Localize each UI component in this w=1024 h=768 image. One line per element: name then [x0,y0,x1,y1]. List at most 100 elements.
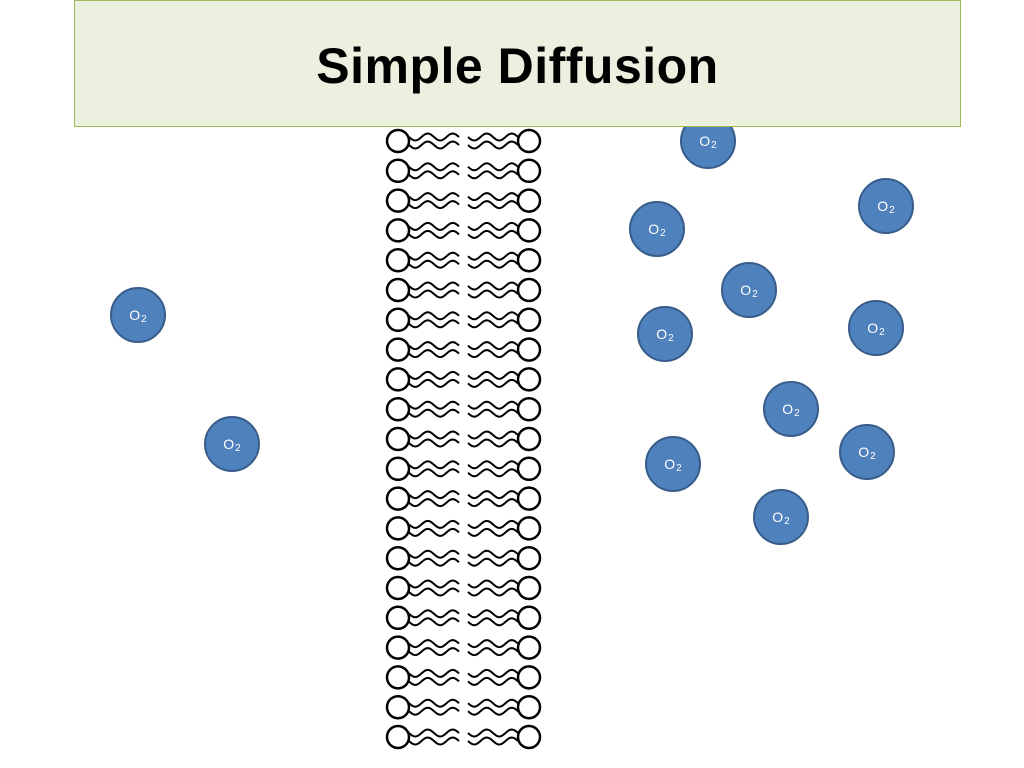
phospholipid-pair [387,607,540,629]
lipid-tail [409,700,459,707]
phospholipid-pair [387,398,540,420]
lipid-tail [468,559,518,566]
lipid-head-inner [518,458,540,480]
molecule-symbol: O [223,436,234,452]
slide-title: Simple Diffusion [316,33,718,95]
lipid-head-outer [387,428,409,450]
lipid-tail [468,372,518,379]
lipid-head-inner [518,607,540,629]
molecule-subscript: 2 [870,451,876,462]
lipid-tail [468,700,518,707]
molecule-subscript: 2 [141,314,147,325]
lipid-tail [409,432,459,439]
oxygen-molecule: O2 [848,300,904,356]
phospholipid-pair [387,547,540,569]
lipid-tail [468,738,518,745]
lipid-head-outer [387,517,409,539]
lipid-head-outer [387,160,409,182]
lipid-tail [468,201,518,208]
lipid-tail [409,551,459,558]
lipid-tail [409,410,459,417]
lipid-head-outer [387,666,409,688]
lipid-head-inner [518,547,540,569]
molecule-symbol: O [858,444,869,460]
molecule-subscript: 2 [879,327,885,338]
lipid-tail [409,163,459,170]
lipid-tail [409,708,459,715]
lipid-tail [468,163,518,170]
lipid-tail [409,253,459,260]
molecule-symbol: O [867,320,878,336]
molecule-subscript: 2 [711,140,717,151]
lipid-tail [409,342,459,349]
lipid-head-inner [518,219,540,241]
lipid-head-inner [518,488,540,510]
lipid-head-outer [387,696,409,718]
lipid-tail [468,551,518,558]
lipid-head-inner [518,666,540,688]
molecule-subscript: 2 [235,443,241,454]
lipid-tail [409,440,459,447]
phospholipid-pair [387,666,540,688]
lipid-tail [468,350,518,357]
lipid-tail [409,312,459,319]
lipid-head-outer [387,398,409,420]
lipid-tail [409,350,459,357]
phospholipid-pair [387,577,540,599]
phospholipid-pair [387,488,540,510]
molecule-subscript: 2 [660,228,666,239]
lipid-head-outer [387,607,409,629]
lipid-tail [409,589,459,596]
lipid-tail [468,432,518,439]
lipid-tail [468,499,518,506]
lipid-head-outer [387,726,409,748]
lipid-tail [409,491,459,498]
lipid-tail [409,171,459,178]
lipid-tail [468,469,518,476]
lipid-tail [468,134,518,141]
lipid-head-inner [518,339,540,361]
phospholipid-pair [387,279,540,301]
lipid-tail [409,559,459,566]
phospholipid-pair [387,130,540,152]
molecule-subscript: 2 [668,333,674,344]
molecule-symbol: O [877,198,888,214]
lipid-tail [468,223,518,230]
lipid-tail [409,283,459,290]
lipid-tail [468,708,518,715]
phospholipid-pair [387,517,540,539]
phospholipid-pair [387,219,540,241]
lipid-head-inner [518,160,540,182]
lipid-head-outer [387,488,409,510]
phospholipid-pair [387,160,540,182]
molecule-symbol: O [699,133,710,149]
phospholipid-pair [387,368,540,390]
lipid-tail [409,730,459,737]
lipid-head-inner [518,249,540,271]
lipid-head-outer [387,547,409,569]
lipid-head-inner [518,309,540,331]
lipid-tail [468,291,518,298]
lipid-head-outer [387,368,409,390]
lipid-tail [409,261,459,268]
lipid-tail [468,730,518,737]
lipid-tail [468,410,518,417]
lipid-head-outer [387,219,409,241]
lipid-head-inner [518,398,540,420]
lipid-tail [409,648,459,655]
lipid-tail [409,291,459,298]
lipid-tail [468,640,518,647]
lipid-head-inner [518,696,540,718]
lipid-tail [409,201,459,208]
phospholipid-pair [387,696,540,718]
lipid-tail [468,320,518,327]
lipid-tail [468,261,518,268]
